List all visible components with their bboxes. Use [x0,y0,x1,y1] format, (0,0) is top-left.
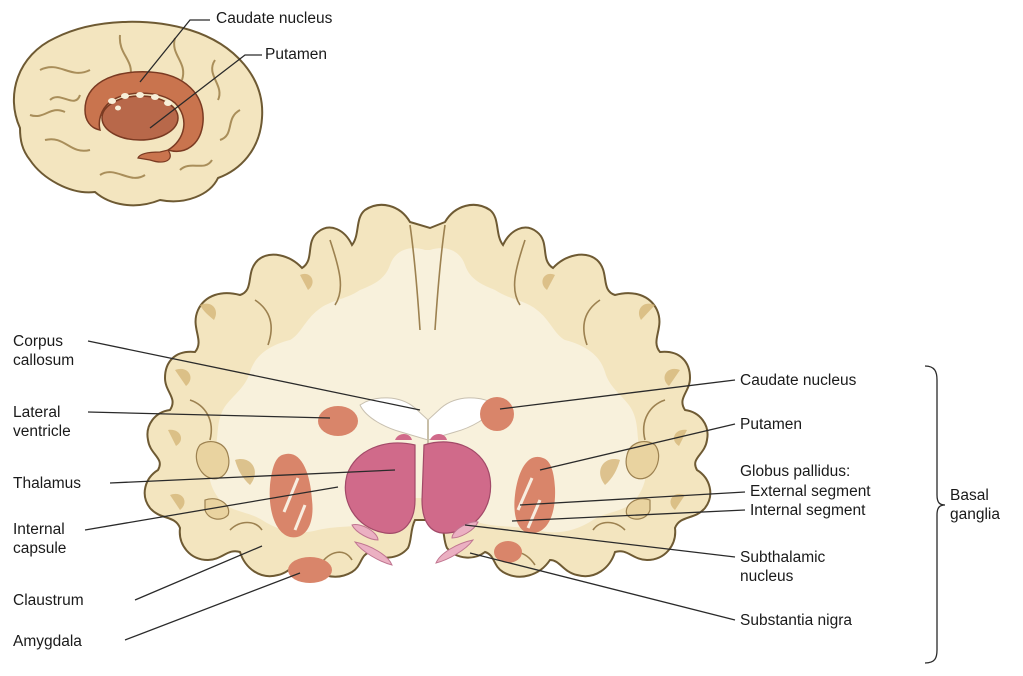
label-lateral-ventricle: Lateral ventricle [13,403,93,441]
inset-brain-lateral [14,22,262,205]
label-claustrum: Claustrum [13,591,84,610]
inset-putamen-label: Putamen [265,45,327,64]
label-substantia-nigra: Substantia nigra [740,611,852,630]
label-amygdala: Amygdala [13,632,82,651]
caudate-right [480,397,514,431]
label-corpus-callosum: Corpus callosum [13,332,93,370]
label-internal-segment: Internal segment [750,501,865,520]
caudate-left [318,406,358,436]
label-internal-capsule: Internal capsule [13,520,93,558]
label-caudate-nucleus: Caudate nucleus [740,371,856,390]
label-thalamus: Thalamus [13,474,81,493]
label-putamen: Putamen [740,415,802,434]
label-basal-ganglia: Basal ganglia [950,486,1020,524]
label-globus-pallidus: Globus pallidus: [740,462,850,481]
label-subthalamic-nucleus: Subthalamic nucleus [740,548,860,586]
inset-caudate-label: Caudate nucleus [216,9,332,28]
basal-ganglia-bracket [925,366,945,663]
amygdala-left [288,557,332,583]
label-external-segment: External segment [750,482,871,501]
